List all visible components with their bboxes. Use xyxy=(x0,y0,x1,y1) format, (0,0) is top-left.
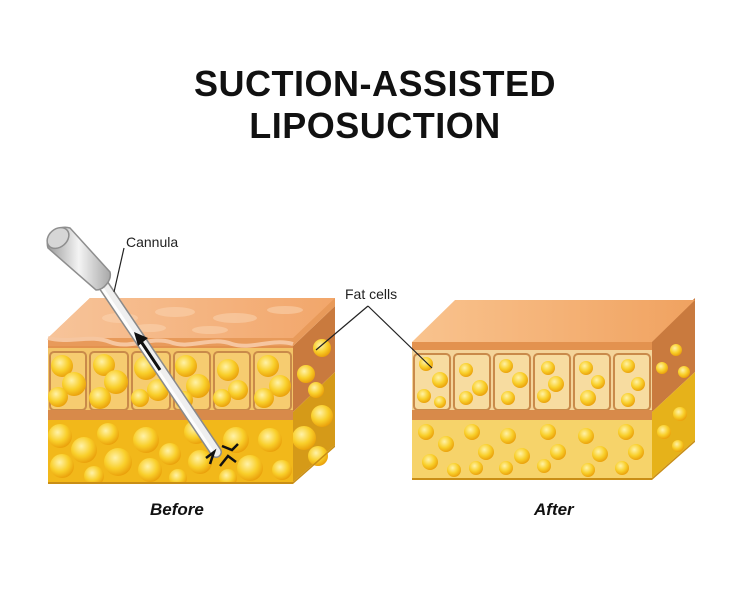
suction-tip-marks xyxy=(205,443,239,467)
after-caption: After xyxy=(534,500,574,519)
title-line-2: LIPOSUCTION xyxy=(249,105,501,146)
cannula-label: Cannula xyxy=(126,234,179,250)
before-caption: Before xyxy=(150,500,204,519)
fat-cells-leader-lines xyxy=(315,305,433,369)
after-tissue-block xyxy=(412,298,695,480)
title-line-1: SUCTION-ASSISTED xyxy=(193,63,557,104)
after-deep-fat xyxy=(418,424,644,477)
cannula xyxy=(46,226,239,467)
before-tissue-block xyxy=(47,298,335,484)
cannula-leader-line xyxy=(113,247,125,293)
fat-cells-label: Fat cells xyxy=(345,286,398,302)
before-deep-fat xyxy=(48,420,292,482)
